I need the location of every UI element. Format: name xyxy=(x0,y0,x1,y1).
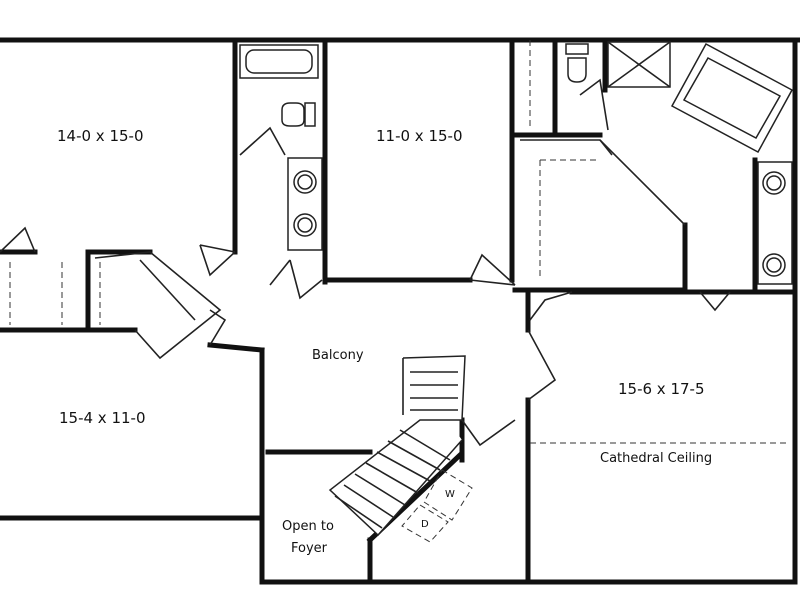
washer-icon xyxy=(423,469,473,521)
staircase xyxy=(328,355,466,537)
room-dimension-top-left: 14-0 x 15-0 xyxy=(57,127,144,145)
room-labels: 14-0 x 15-0 11-0 x 15-0 15-4 x 11-0 15-6… xyxy=(57,127,712,556)
shower-icon xyxy=(607,41,671,88)
dryer-label: D xyxy=(421,519,429,530)
bath-fixtures xyxy=(239,41,794,285)
open-to-foyer-label-line1: Open to xyxy=(282,519,334,534)
laundry-appliances: D W xyxy=(401,469,473,543)
toilet-icon xyxy=(565,43,589,83)
room-dimension-bottom-left: 15-4 x 11-0 xyxy=(59,409,146,427)
balcony-label: Balcony xyxy=(312,348,364,363)
room-dimension-top-middle: 11-0 x 15-0 xyxy=(376,127,463,145)
interior-walls xyxy=(0,37,798,585)
closet-lines xyxy=(9,40,686,325)
washer-label: W xyxy=(445,489,455,500)
dryer-icon xyxy=(401,504,449,543)
room-dimension-master: 15-6 x 17-5 xyxy=(618,380,705,398)
bathtub-icon xyxy=(670,42,794,154)
cathedral-ceiling-label: Cathedral Ceiling xyxy=(600,451,712,466)
toilet-icon xyxy=(281,102,316,127)
door-swings xyxy=(0,78,731,447)
open-to-foyer-label-line2: Foyer xyxy=(291,541,328,556)
